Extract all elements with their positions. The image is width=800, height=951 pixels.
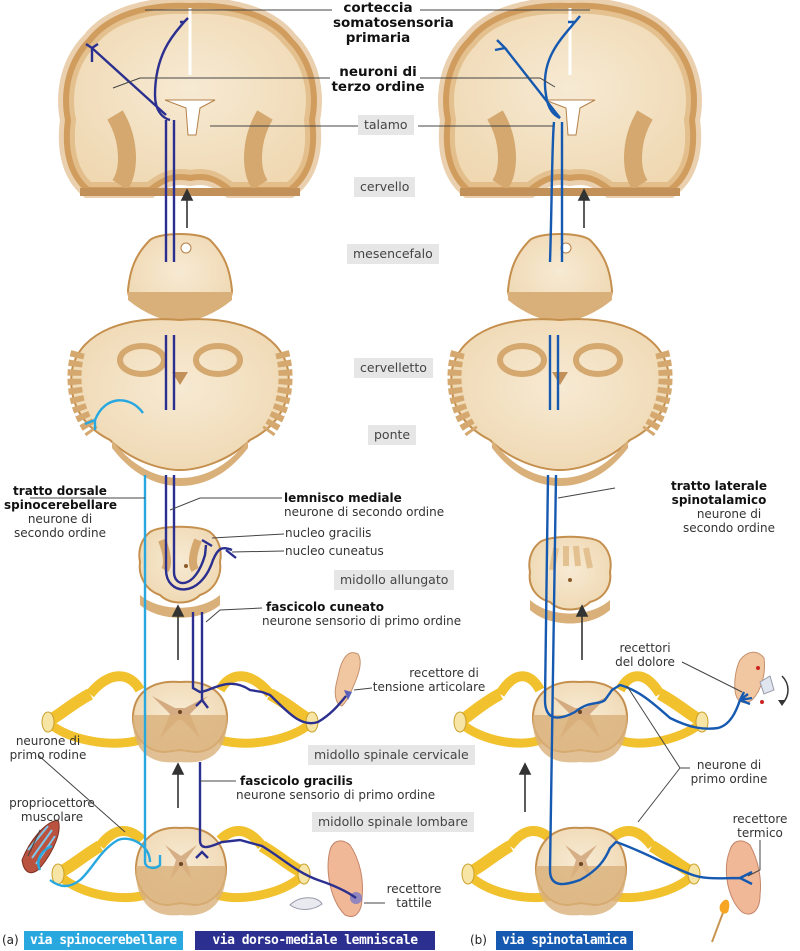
arm-illustration-a — [334, 652, 361, 707]
joint-receptor-line1: recettore di — [409, 666, 479, 680]
pain-receptors-line2: del dolore — [615, 655, 675, 669]
dorsal-tract-title1: tratto dorsale — [13, 484, 107, 498]
spinal-cord-lumbar-right — [461, 826, 701, 916]
brain-right — [438, 0, 702, 208]
lateral-tract-title1: tratto laterale — [671, 479, 767, 493]
lateral-tract-sub2: secondo ordine — [683, 521, 775, 535]
dorsal-tract-sub2: secondo ordine — [14, 526, 106, 540]
lateral-tract-title2: spinotalamico — [671, 493, 767, 507]
first-order-neuron-label-a: neurone di primo rodine — [8, 734, 88, 762]
lemniscal-pathway — [85, 17, 357, 899]
spinocerebellar-pathway — [37, 399, 162, 888]
proprioceptor-line2: muscolare — [20, 810, 84, 824]
cerebellum-pons-left — [67, 318, 293, 486]
cortex-label-line2: somatosensoria — [333, 15, 454, 31]
lateral-tract-sub1: neurone di — [696, 507, 762, 521]
tactile-receptor-label: recettore tattile — [382, 882, 446, 910]
region-cervello: cervello — [354, 177, 416, 197]
midbrain-right — [506, 233, 614, 322]
dorsal-spinocerebellar-label: tratto dorsale spinocerebellare neurone … — [4, 484, 118, 540]
medial-lemniscus-label: lemnisco mediale neurone di secondo ordi… — [284, 491, 444, 519]
fasciculus-gracilis-title: fascicolo gracilis — [240, 774, 353, 788]
thermal-receptor-line2: termico — [737, 826, 783, 840]
lateral-spinothalamic-label: tratto laterale spinotalamico neurone di… — [660, 479, 778, 535]
third-order-line2: terzo ordine — [331, 79, 425, 95]
tactile-receptor-line1: recettore — [386, 882, 442, 896]
hand-illustration-b — [734, 651, 789, 706]
region-cervicale: midollo spinale cervicale — [308, 745, 475, 765]
first-order-neuron-label-b: neurone di primo ordine — [686, 758, 772, 786]
fasciculus-gracilis-sub: neurone sensorio di primo ordine — [236, 788, 436, 802]
pain-receptors-line1: recettori — [619, 641, 671, 655]
medial-lemniscus-title: lemnisco mediale — [284, 491, 402, 505]
legend-lemniscal: via dorso-mediale lemniscale — [195, 931, 435, 950]
muscle-illustration — [21, 819, 60, 874]
first-order-b-line2: primo ordine — [690, 772, 768, 786]
cortex-label-line3: primaria — [345, 30, 411, 46]
joint-receptor-label: recettore di tensione articolare — [368, 666, 490, 694]
proprioceptor-label: propriocettore muscolare — [0, 796, 104, 824]
cerebellum-pons-right — [447, 318, 673, 486]
cortex-label-line1: corteccia — [343, 0, 413, 16]
region-talamo: talamo — [358, 115, 414, 135]
foot-illustration-a — [289, 840, 363, 917]
dorsal-tract-title2: spinocerebellare — [4, 498, 118, 512]
panel-a-letter: (a) — [2, 933, 19, 947]
midbrain-left — [126, 233, 234, 322]
tactile-receptor-line2: tattile — [396, 896, 432, 910]
panel-b-letter: (b) — [470, 933, 487, 947]
fasciculus-cuneatus-label: fascicolo cuneato neurone sensorio di pr… — [262, 600, 461, 628]
nucleus-gracilis-label: nucleo gracilis — [285, 526, 372, 540]
legend-spinocerebellar: via spinocerebellare — [24, 931, 183, 950]
leader-lines — [27, 9, 761, 904]
thermal-receptor-label: recettore termico — [728, 812, 792, 840]
first-order-b-line1: neurone di — [696, 758, 762, 772]
first-order-a-line2: primo rodine — [9, 748, 87, 762]
fasciculus-gracilis-label: fascicolo gracilis neurone sensorio di p… — [236, 774, 435, 802]
legend-spinothalamic: via spinotalamica — [496, 931, 633, 950]
region-midollo-allungato: midollo allungato — [334, 570, 455, 590]
region-mesencefalo: mesencefalo — [347, 244, 439, 264]
foot-illustration-b — [711, 840, 761, 943]
fasciculus-cuneatus-title: fascicolo cuneato — [266, 600, 384, 614]
medulla-right — [528, 535, 612, 624]
medial-lemniscus-sub: neurone di secondo ordine — [284, 505, 445, 519]
proprioceptor-line1: propriocettore — [9, 796, 95, 810]
spinal-cord-lumbar-left — [51, 826, 311, 916]
joint-receptor-line2: tensione articolare — [372, 680, 486, 694]
spinothalamic-pathway — [494, 15, 753, 886]
dorsal-tract-sub1: neurone di — [27, 512, 93, 526]
third-order-neurons-label: neuroni di terzo ordine — [330, 65, 426, 95]
brain-left — [58, 0, 322, 208]
cortex-label: corteccia somatosensoria primaria — [333, 0, 454, 46]
first-order-a-line1: neurone di — [15, 734, 81, 748]
spinal-cord-cervical-right — [453, 671, 709, 763]
medulla-left — [138, 525, 222, 618]
fasciculus-cuneatus-sub: neurone sensorio di primo ordine — [262, 614, 462, 628]
third-order-line1: neuroni di — [339, 64, 417, 80]
region-cervelletto: cervelletto — [354, 358, 433, 378]
region-lombare: midollo spinale lombare — [312, 812, 474, 832]
thermal-receptor-line1: recettore — [732, 812, 788, 826]
region-ponte: ponte — [368, 425, 417, 445]
nucleus-cuneatus-label: nucleo cuneatus — [285, 544, 384, 558]
ascending-arrows — [171, 188, 591, 812]
pain-receptors-label: recettori del dolore — [610, 641, 680, 669]
